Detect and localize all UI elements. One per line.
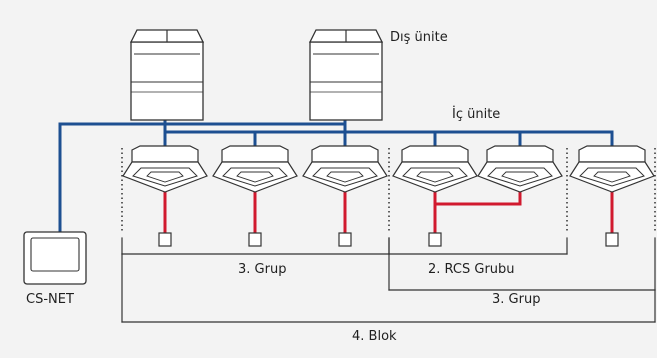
remote-controller-icon [605, 232, 619, 247]
block-label: 4. Blok [344, 329, 405, 345]
cassette-indoor-unit-icon [569, 145, 655, 193]
remote-controller-icon [158, 232, 172, 247]
remote-controller-icon [338, 232, 352, 247]
cassette-indoor-unit-icon [212, 145, 298, 193]
cassette-indoor-unit-icon [392, 145, 478, 193]
outdoor-unit-icon [129, 29, 205, 121]
central-controller-icon [23, 231, 87, 285]
outdoor-unit-label: Dış ünite [390, 30, 448, 46]
outdoor-unit-icon [308, 29, 384, 121]
cassette-indoor-unit-icon [302, 145, 388, 193]
indoor-unit-label: İç ünite [452, 107, 501, 123]
group-right-label: 3. Grup [484, 292, 549, 308]
cassette-indoor-unit-icon [122, 145, 208, 193]
group-left-label: 3. Grup [230, 262, 295, 278]
remote-controller-icon [248, 232, 262, 247]
cassette-indoor-unit-icon [477, 145, 563, 193]
rcs-group-label: 2. RCS Grubu [420, 262, 523, 278]
controller-label: CS-NET [26, 292, 74, 308]
remote-controller-icon [428, 232, 442, 247]
